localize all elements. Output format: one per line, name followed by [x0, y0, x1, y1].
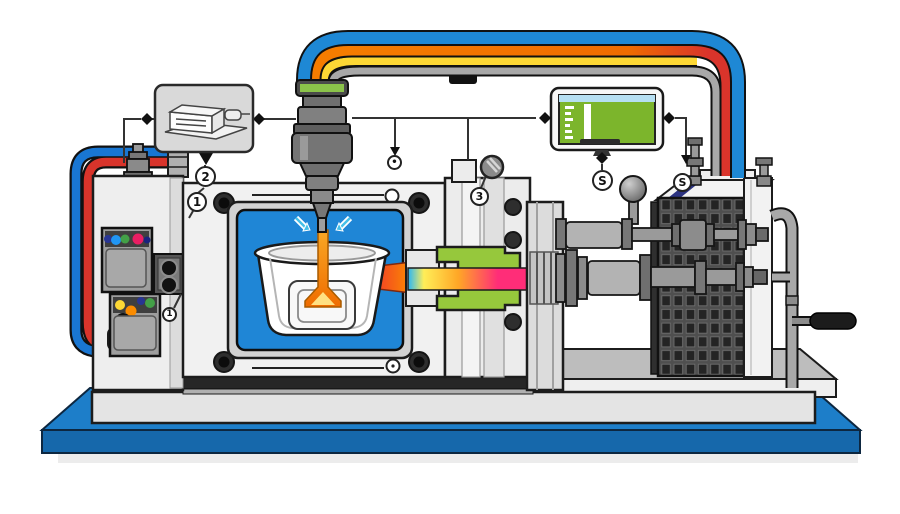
melt-stream [304, 229, 342, 308]
callout-1: 1 [187, 192, 207, 212]
connector-diamond-icon [141, 112, 691, 165]
lever-ball-icon [619, 175, 647, 203]
callout-sensor-monitor: S [592, 170, 613, 191]
cooling-arrows-icon [293, 215, 353, 232]
mini-machine-icon [164, 104, 250, 140]
drain-pipe [769, 207, 799, 388]
callout-hopper: 1 [162, 307, 177, 322]
ground-strip [58, 452, 858, 463]
screen-ticks-icon [565, 106, 574, 139]
injection-nozzle [291, 79, 353, 233]
inset-component-box [153, 83, 255, 154]
vent-pin-icon [755, 157, 773, 187]
mold-cavity [226, 200, 414, 360]
machine-plinth [90, 390, 817, 425]
crank-handle [792, 312, 857, 330]
melt-gradient-stream [407, 267, 541, 291]
machine-rail [182, 376, 534, 395]
callout-dot: • [387, 155, 402, 170]
control-monitor [549, 86, 665, 156]
hydraulic-rod-bottom [555, 249, 768, 307]
callout-3: 3 [470, 187, 489, 206]
callout-sensor-cooler: S [673, 173, 692, 192]
hydraulic-rod-top [555, 175, 769, 251]
feed-bracket [153, 253, 185, 295]
pellet-hopper-1 [100, 226, 154, 294]
callout-2: 2 [195, 166, 216, 187]
adjust-screw-icon [479, 154, 505, 180]
pellet-hopper-2 [108, 292, 162, 358]
overhead-tube-bundle [296, 30, 746, 178]
heater-block [405, 245, 541, 312]
screen-bar-icon [584, 104, 591, 140]
